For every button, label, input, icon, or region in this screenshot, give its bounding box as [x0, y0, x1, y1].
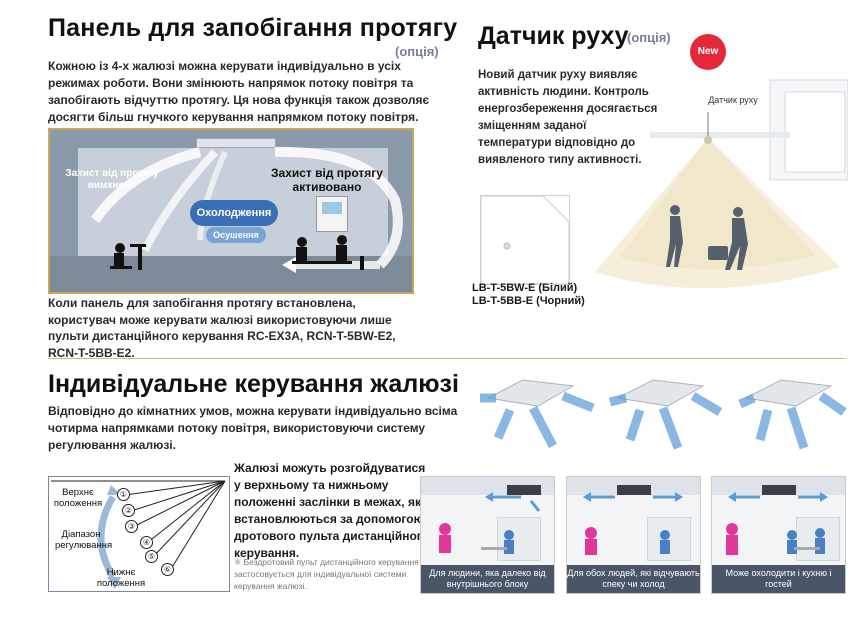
scenario-caption-3: Може охолодити і кухню і гостей: [712, 565, 845, 593]
scenario-airflow-1: [439, 492, 541, 554]
scenario-panel-far-person: Для людини, яка далеко від внутрішнього …: [420, 476, 555, 594]
sensor-panel-image: [480, 195, 570, 285]
lower-position-label: Нижнє положення: [96, 567, 146, 589]
scenario-caption-1: Для людини, яка далеко від внутрішнього …: [421, 565, 554, 593]
adjustment-range-label: Діапазон регулювання: [55, 529, 113, 551]
room-illustration: Захист від протягу вимкнено Захист від п…: [48, 128, 414, 294]
draft-panel-description: Кожною із 4-х жалюзі можна керувати інди…: [48, 59, 430, 124]
scenario-airflow-2: [583, 492, 683, 555]
new-badge: New: [690, 34, 726, 70]
upper-position-label: Верхнє положення: [53, 487, 103, 509]
position-6: ⑥: [161, 563, 174, 576]
ceiling-unit: [196, 138, 276, 148]
louver-swing-description: Жалюзі можуть розгойдуватися у верхньому…: [234, 461, 429, 560]
sensor-label: Датчик руху: [708, 95, 758, 105]
draft-panel-title: Панель для запобігання протягу: [48, 14, 458, 42]
note-mark: ※: [234, 557, 242, 567]
motion-sensor-title: Датчик руху: [478, 22, 629, 50]
scenario-panel-both-people: Для обох людей, які відчувають спеку чи …: [566, 476, 701, 594]
position-5: ⑤: [145, 550, 158, 563]
motion-sensor-description: Новий датчик руху виявляє активність люд…: [478, 69, 658, 166]
cassette-airflow-illustration: [480, 379, 847, 450]
louver-control-description: Відповідно до кімнатних умов, можна керу…: [48, 404, 458, 452]
indoor-unit: [762, 485, 796, 495]
louver-note: ※ Бездротовий пульт дистанційного керува…: [234, 556, 434, 592]
position-3: ③: [125, 520, 138, 533]
draft-off-label: Захист від протягу вимкнено: [65, 168, 159, 191]
sensor-model-black: LB-T-5BB-E (Чорний): [472, 295, 585, 307]
sensor-models: LB-T-5BW-E (Білий) LB-T-5BB-E (Чорний): [472, 282, 585, 308]
drying-badge: Осушення: [206, 227, 266, 243]
louver-control-title: Індивідуальне керування жалюзі: [48, 370, 459, 398]
indoor-unit: [507, 485, 541, 495]
louver-range-lines: [51, 480, 226, 589]
sensor-model-white: LB-T-5BW-E (Білий): [472, 282, 578, 294]
draft-on-label: Захист від протягу активовано: [271, 166, 383, 194]
section-divider: [48, 358, 846, 359]
position-1: ①: [117, 488, 130, 501]
louver-range-diagram: Верхнє положення Діапазон регулювання Ни…: [48, 476, 230, 592]
cooling-badge: Охолодження: [190, 200, 278, 226]
sensor-panel-icon: [480, 195, 570, 285]
scenario-panel-kitchen-guests: Може охолодити і кухню і гостей: [711, 476, 846, 594]
motion-sensor-option: (опція): [627, 30, 671, 45]
scenario-airflow-3: [726, 492, 828, 555]
scenario-caption-2: Для обох людей, які відчувають спеку чи …: [567, 565, 700, 593]
draft-panel-option: (опція): [395, 44, 439, 59]
position-2: ②: [122, 504, 135, 517]
draft-panel-footer: Коли панель для запобігання протягу вста…: [48, 296, 396, 360]
motion-detection-illustration: [595, 79, 848, 289]
note-text: Бездротовий пульт дистанційного керуванн…: [234, 557, 431, 591]
position-4: ④: [140, 536, 153, 549]
remote-controller-icon: [316, 196, 348, 232]
indoor-unit: [617, 485, 651, 495]
